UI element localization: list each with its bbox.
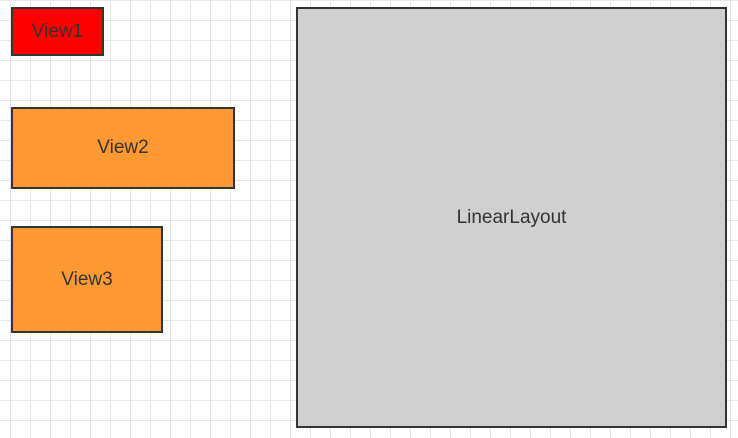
view3-box: View3: [11, 226, 163, 333]
view2-box: View2: [11, 107, 235, 189]
linear-layout-box: LinearLayout: [296, 7, 727, 428]
view3-label: View3: [61, 268, 113, 290]
linear-layout-label: LinearLayout: [456, 206, 567, 228]
view2-label: View2: [97, 137, 149, 158]
view1-label: View1: [31, 20, 84, 42]
view1-box: View1: [11, 7, 104, 56]
